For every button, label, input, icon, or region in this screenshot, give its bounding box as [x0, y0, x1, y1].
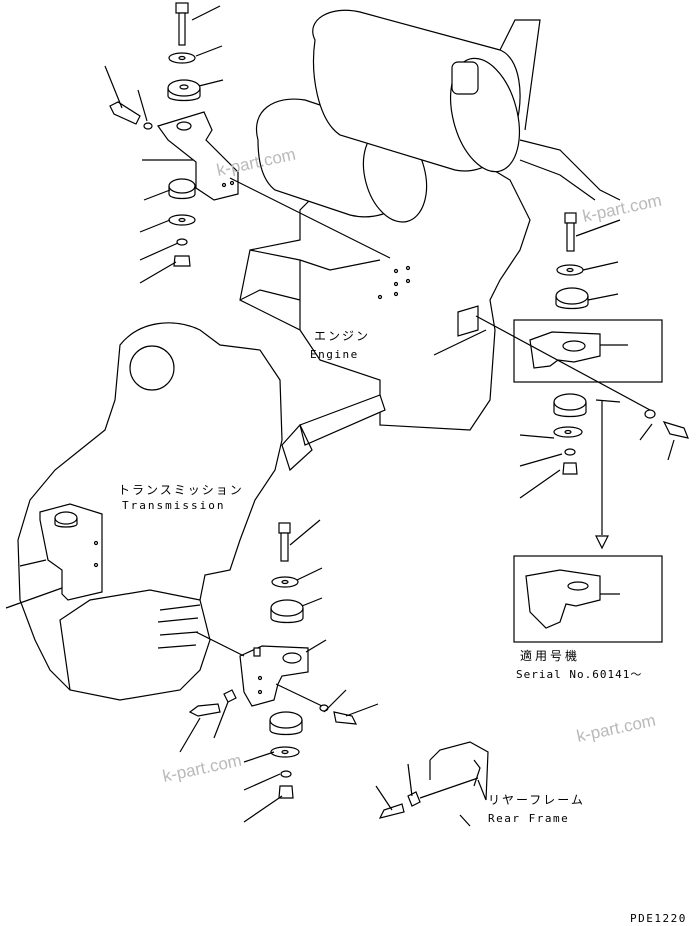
right-mount-stack: [457, 212, 689, 643]
rear-frame-label-jp: リヤーフレーム: [488, 793, 585, 807]
leader-lines-right: [433, 219, 675, 499]
leader-lines-center: [179, 519, 379, 823]
transmission-left-bracket: [5, 503, 103, 609]
engine-label-jp: エンジン: [314, 329, 370, 343]
watermark: k-part.com: [581, 191, 663, 226]
center-mount-stack: [188, 522, 358, 799]
drawing-code: PDE1220: [630, 912, 687, 925]
watermark: k-part.com: [575, 711, 657, 746]
watermark: k-part.com: [161, 751, 243, 786]
top-left-mount-stack: [109, 2, 391, 267]
transmission-label-en: Transmission: [122, 499, 225, 512]
leader-lines-top-left: [104, 5, 224, 284]
serial-label-en: Serial No.60141～: [516, 668, 642, 681]
transmission-label-jp: トランスミッション: [118, 483, 244, 497]
engine-outline: [239, 9, 621, 472]
rear-frame-mount: [375, 741, 489, 827]
serial-label-jp: 適用号機: [520, 648, 580, 663]
engine-label-en: Engine: [310, 348, 359, 361]
transmission-outline: [17, 322, 283, 701]
rear-frame-label-en: Rear Frame: [488, 812, 569, 825]
